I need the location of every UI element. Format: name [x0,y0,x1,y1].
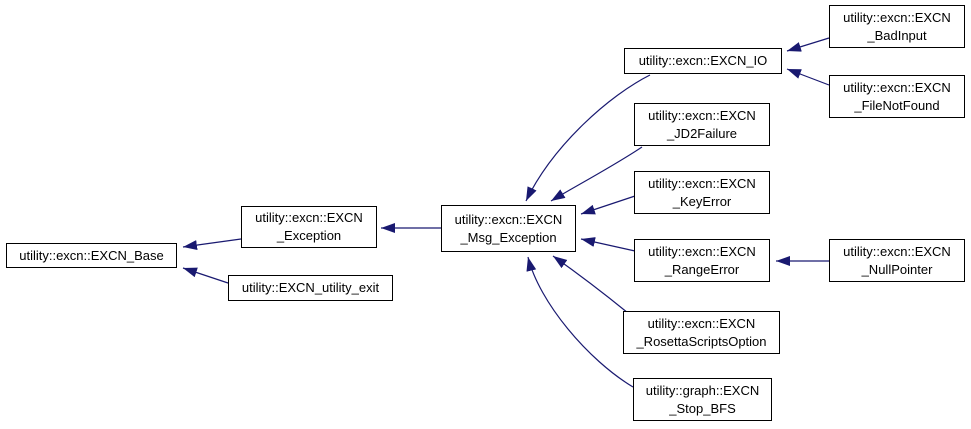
node-label-line: utility::excn::EXCN [843,243,951,259]
node-label-line: utility::excn::EXCN [255,210,363,225]
node-label-line: _RosettaScriptsOption [636,333,767,349]
node-excn_base[interactable]: utility::excn::EXCN_Base [6,243,177,268]
node-excn_keyerror[interactable]: utility::excn::EXCN_KeyError [634,171,770,214]
node-label-line: _Stop_BFS [669,400,736,416]
edge-excn_filenotfound-to-excn_io [786,68,830,86]
node-label-line: utility::excn::EXCN [647,315,756,331]
node-label-line: _JD2Failure [666,125,738,141]
edge-excn_io-to-excn_msg_exception [525,74,651,202]
node-label-line: _Exception [276,228,342,243]
node-excn_rangeerror[interactable]: utility::excn::EXCN_RangeError [634,239,770,282]
edge-excn_utility_exit-to-excn_base [182,267,229,284]
edge-excn_stop_bfs-to-excn_msg_exception [526,256,634,388]
node-label-line: _Msg_Exception [460,229,557,245]
node-excn_nullpointer[interactable]: utility::excn::EXCN_NullPointer [829,239,965,282]
node-label-line: _KeyError [672,193,732,209]
node-label-line: utility::excn::EXCN [843,79,951,95]
edge-excn_exception-to-excn_base [182,238,242,251]
node-label-line: utility::graph::EXCN [645,382,760,398]
edge-excn_badinput-to-excn_io [786,37,830,52]
node-excn_rosettascriptsoption[interactable]: utility::excn::EXCN_RosettaScriptsOption [623,311,780,354]
node-label-line: utility::excn::EXCN [843,9,951,25]
edge-excn_keyerror-to-excn_msg_exception [580,195,636,215]
edge-excn_jd2failure-to-excn_msg_exception [550,146,643,202]
edge-excn_rangeerror-to-excn_msg_exception [580,237,636,252]
node-excn_io[interactable]: utility::excn::EXCN_IO [624,48,782,74]
node-excn_exception[interactable]: utility::excn::EXCN_Exception [241,206,377,248]
node-label-line: utility::excn::EXCN [648,243,756,259]
node-label-line: utility::excn::EXCN [454,211,563,227]
node-label-line: utility::excn::EXCN [648,175,756,191]
node-excn_jd2failure[interactable]: utility::excn::EXCN_JD2Failure [634,103,770,146]
node-label-line: utility::excn::EXCN_IO [638,53,768,68]
node-label-line: utility::EXCN_utility_exit [241,280,380,295]
node-excn_filenotfound[interactable]: utility::excn::EXCN_FileNotFound [829,75,965,118]
node-label-line: utility::excn::EXCN [648,107,756,123]
node-excn_utility_exit[interactable]: utility::EXCN_utility_exit [228,275,393,301]
edge-excn_rosettascriptsoption-to-excn_msg_exception [552,255,629,314]
node-label-line: _BadInput [867,27,927,43]
node-excn_stop_bfs[interactable]: utility::graph::EXCN_Stop_BFS [633,378,772,421]
node-label-line: _NullPointer [861,261,933,277]
node-label-line: utility::excn::EXCN_Base [19,247,164,263]
node-excn_msg_exception[interactable]: utility::excn::EXCN_Msg_Exception [441,205,576,252]
node-label-line: _RangeError [664,261,740,277]
node-label-line: _FileNotFound [854,97,940,113]
node-excn_badinput[interactable]: utility::excn::EXCN_BadInput [829,5,965,48]
